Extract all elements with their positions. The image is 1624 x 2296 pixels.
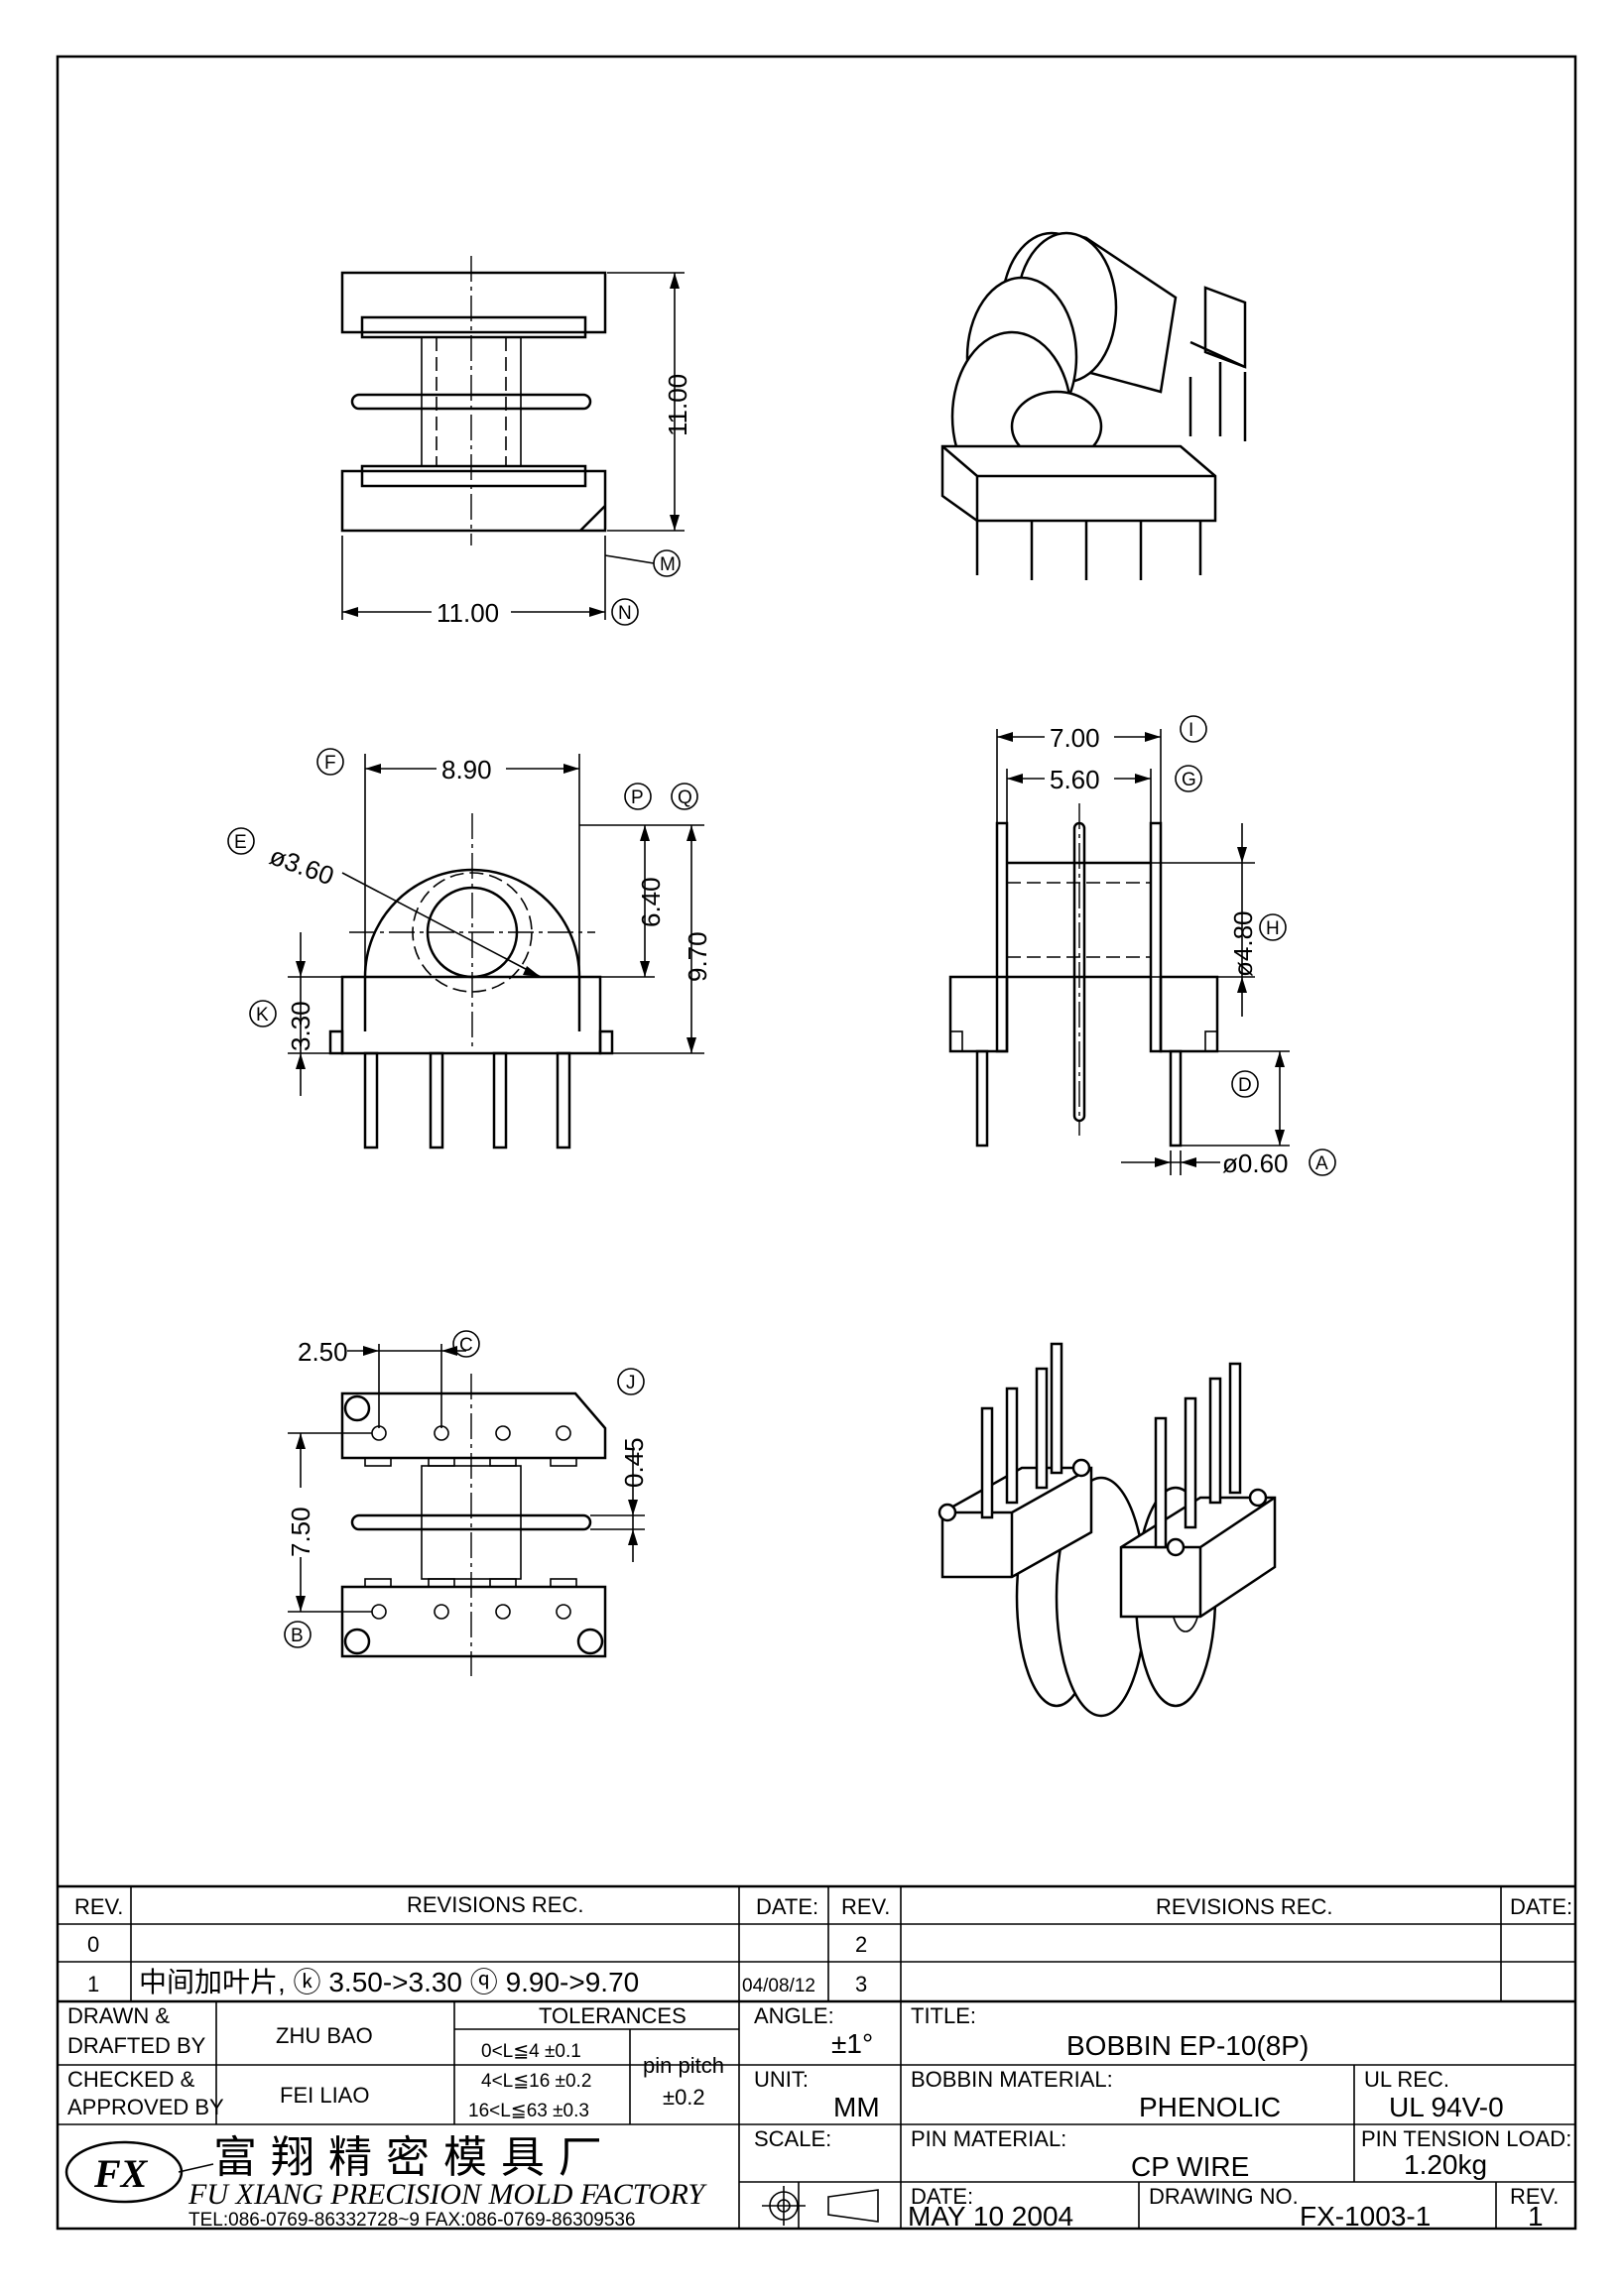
rev-row0-rev: 0 bbox=[87, 1932, 99, 1957]
top-view: 11.00 11.00 M N bbox=[340, 256, 692, 628]
tag-c: C bbox=[459, 1335, 473, 1356]
pin-material-label: PIN MATERIAL: bbox=[911, 2126, 1066, 2151]
title-label: TITLE: bbox=[911, 2003, 976, 2028]
tag-h: H bbox=[1266, 918, 1280, 939]
tolerance-row-1: 0<L≦4 ±0.1 bbox=[481, 2041, 581, 2062]
drawn-label-1: DRAWN & bbox=[67, 2003, 170, 2028]
tolerance-row-3: 16<L≦63 ±0.3 bbox=[468, 2101, 589, 2121]
tag-k: K bbox=[256, 1005, 269, 1026]
tag-m: M bbox=[660, 554, 676, 575]
isometric-view-top bbox=[940, 231, 1247, 580]
title-block: DRAWN & DRAFTED BY ZHU BAO CHECKED & APP… bbox=[58, 2001, 1575, 2232]
top-height-dim: 11.00 bbox=[663, 374, 692, 436]
rev-header: REV. bbox=[74, 1894, 123, 1919]
rev-date-header: DATE: bbox=[756, 1894, 818, 1919]
rev-label: REV. bbox=[1510, 2184, 1559, 2209]
tag-b: B bbox=[291, 1626, 304, 1646]
front-h2-dim: 9.70 bbox=[683, 931, 712, 982]
bottom-pitch-dim: 2.50 bbox=[298, 1337, 348, 1367]
side-pin-dim: ø0.60 bbox=[1222, 1148, 1289, 1178]
front-width-dim: 8.90 bbox=[441, 755, 492, 785]
rev-row1-rev: 1 bbox=[87, 1972, 99, 1996]
rev-row1-rec: 中间加叶片, ⓚ 3.50->3.30 ⓠ 9.90->9.70 bbox=[139, 1967, 639, 1997]
checked-label-1: CHECKED & bbox=[67, 2067, 195, 2092]
bobbin-material-value: PHENOLIC bbox=[1139, 2092, 1281, 2122]
tag-f: F bbox=[324, 753, 336, 774]
drawn-name: ZHU BAO bbox=[276, 2023, 373, 2048]
ul-label: UL REC. bbox=[1364, 2067, 1449, 2092]
isometric-view-bottom bbox=[937, 1342, 1277, 1718]
pin-pitch-value: ±0.2 bbox=[663, 2085, 705, 2110]
tag-e: E bbox=[234, 832, 247, 853]
tag-d: D bbox=[1238, 1075, 1252, 1096]
bobbin-material-label: BOBBIN MATERIAL: bbox=[911, 2067, 1113, 2092]
pin-tension-label: PIN TENSION LOAD: bbox=[1361, 2126, 1571, 2151]
rev2-header: REV. bbox=[841, 1894, 890, 1919]
title-value: BOBBIN EP-10(8P) bbox=[1066, 2030, 1309, 2061]
company-name-cn: 富 翔 精 密 模 具 厂 bbox=[213, 2132, 602, 2183]
company-logo: FX bbox=[64, 2140, 214, 2204]
company-contact: TEL:086-0769-86332728~9 FAX:086-0769-863… bbox=[188, 2210, 636, 2231]
unit-value: MM bbox=[833, 2092, 880, 2122]
drawing-no-value: FX-1003-1 bbox=[1300, 2201, 1431, 2232]
tag-g: G bbox=[1182, 770, 1196, 790]
tolerance-row-2: 4<L≦16 ±0.2 bbox=[481, 2071, 591, 2092]
front-view: 8.90 ø3.60 6.40 9.70 3.30 F E K P Q bbox=[227, 748, 712, 1149]
logo-text: FX bbox=[93, 2151, 149, 2196]
scale-label: SCALE: bbox=[754, 2126, 831, 2151]
tolerances-title: TOLERANCES bbox=[539, 2003, 687, 2028]
angle-label: ANGLE: bbox=[754, 2003, 834, 2028]
sheet-border bbox=[56, 55, 1577, 2231]
top-width-dim: 11.00 bbox=[437, 598, 499, 628]
bottom-gap-dim: 0.45 bbox=[619, 1437, 649, 1488]
side-w1-dim: 7.00 bbox=[1050, 723, 1100, 753]
revisions-table: REV. REVISIONS REC. DATE: REV. REVISIONS… bbox=[58, 1884, 1575, 2229]
front-base-dim: 3.30 bbox=[286, 1001, 315, 1051]
ul-value: UL 94V-0 bbox=[1389, 2092, 1504, 2122]
side-view: 7.00 5.60 ø4.80 ø0.60 I G H D A bbox=[948, 715, 1336, 1178]
tag-p: P bbox=[631, 787, 644, 808]
rev2-rec-header: REVISIONS REC. bbox=[1156, 1894, 1332, 1919]
pin-tension-value: 1.20kg bbox=[1404, 2149, 1487, 2180]
date-value: MAY 10 2004 bbox=[908, 2201, 1073, 2232]
rev2-date-header: DATE: bbox=[1510, 1894, 1572, 1919]
drawn-label-2: DRAFTED BY bbox=[67, 2033, 206, 2058]
side-w2-dim: 5.60 bbox=[1050, 765, 1100, 794]
rev-row0-rev2: 2 bbox=[855, 1932, 867, 1957]
tag-n: N bbox=[618, 603, 632, 624]
unit-label: UNIT: bbox=[754, 2067, 809, 2092]
company-name-en: FU XIANG PRECISION MOLD FACTORY bbox=[187, 2178, 707, 2211]
side-dia-dim: ø4.80 bbox=[1228, 911, 1258, 978]
tag-j: J bbox=[626, 1373, 636, 1393]
checked-name: FEI LIAO bbox=[280, 2083, 369, 2108]
projection-symbol bbox=[762, 2186, 879, 2226]
pin-pitch-label: pin pitch bbox=[643, 2053, 724, 2078]
rev-row1-date: 04/08/12 bbox=[742, 1976, 815, 1996]
bottom-view: 2.50 7.50 0.45 C J B bbox=[284, 1330, 649, 1676]
bottom-spacing-dim: 7.50 bbox=[286, 1507, 315, 1557]
checked-label-2: APPROVED BY bbox=[67, 2095, 224, 2119]
front-h1-dim: 6.40 bbox=[636, 877, 666, 927]
tag-a: A bbox=[1315, 1153, 1328, 1174]
date-label: DATE: bbox=[911, 2184, 973, 2209]
rev-row1-rev2: 3 bbox=[855, 1972, 867, 1996]
tag-i: I bbox=[1188, 720, 1193, 741]
drawing-no-label: DRAWING NO. bbox=[1149, 2184, 1299, 2209]
front-dia-dim: ø3.60 bbox=[266, 840, 338, 891]
rev-value: 1 bbox=[1528, 2201, 1544, 2232]
tag-q: Q bbox=[678, 787, 692, 808]
pin-material-value: CP WIRE bbox=[1131, 2151, 1249, 2182]
angle-value: ±1° bbox=[831, 2028, 873, 2059]
rev-rec-header: REVISIONS REC. bbox=[407, 1892, 583, 1917]
